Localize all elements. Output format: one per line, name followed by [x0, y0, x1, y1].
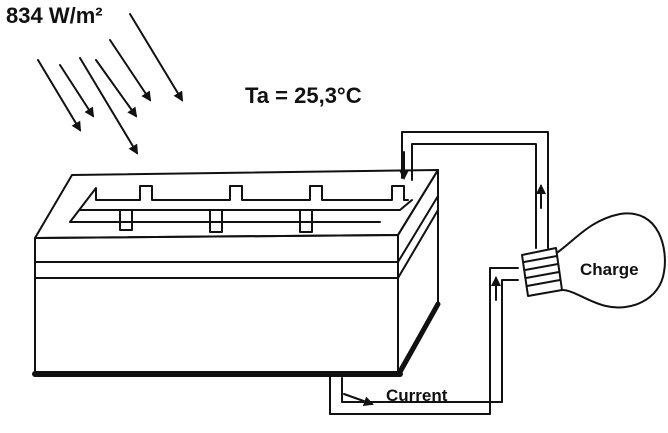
- external-circuit: [329, 131, 549, 415]
- irradiance-label: 834 W/m²: [6, 3, 103, 28]
- light-ray: [95, 59, 138, 118]
- light-ray: [109, 39, 152, 102]
- light-ray: [79, 57, 139, 155]
- light-ray: [59, 64, 95, 118]
- light-ray: [129, 13, 184, 102]
- contact-grid: [69, 185, 413, 233]
- cell-front-face: [34, 234, 399, 373]
- cell-top-face: [34, 169, 439, 239]
- solar-cell: [32, 169, 441, 377]
- light-bulb: [521, 212, 666, 309]
- current-label: Current: [386, 386, 448, 405]
- sunlight-rays: [37, 13, 184, 155]
- ambient-temperature-label: Ta = 25,3°C: [245, 83, 362, 108]
- light-ray: [37, 59, 82, 132]
- bulb-glass: [557, 212, 666, 309]
- load-label: Charge: [580, 260, 639, 279]
